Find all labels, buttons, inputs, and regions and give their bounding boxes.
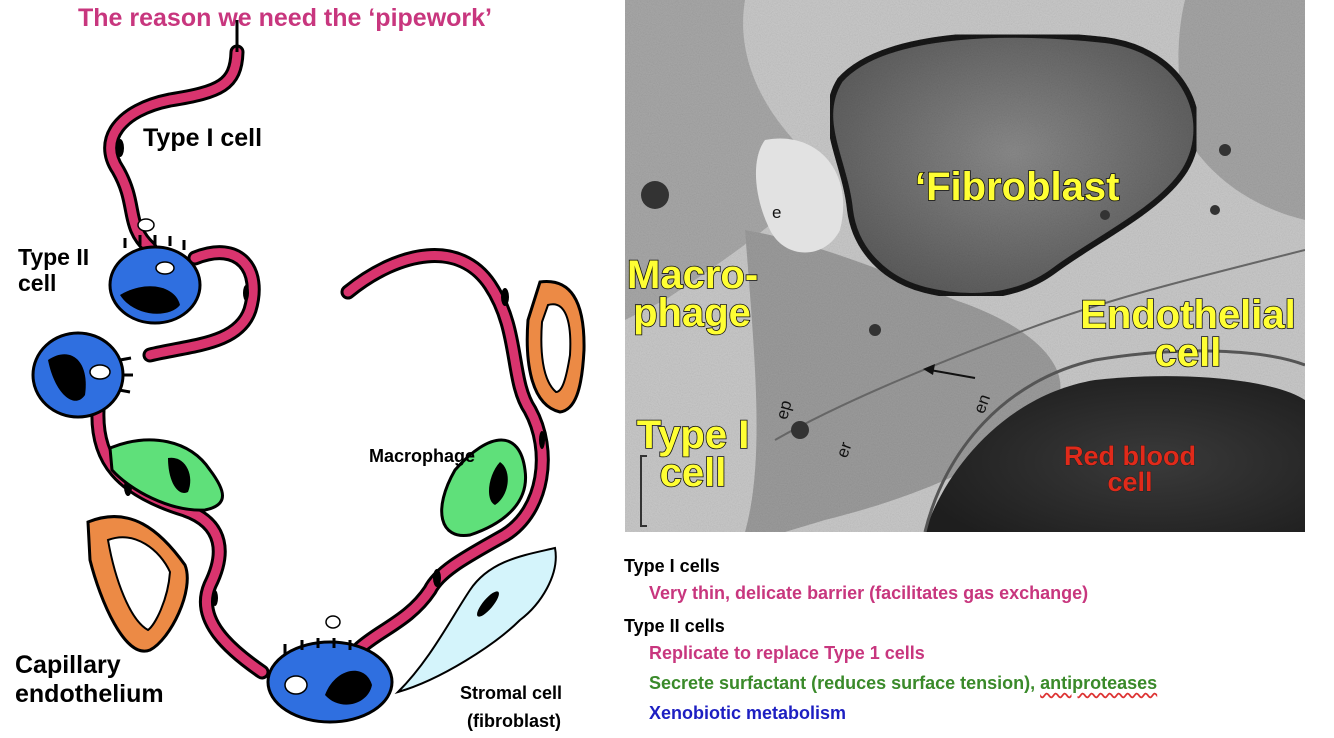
label-capillary-endothelium: Capillary endothelium	[15, 651, 164, 708]
em-label-type1-cell: Type I cell	[636, 413, 750, 495]
type1-heading: Type I cells	[624, 556, 720, 576]
alveolus-diagram	[31, 20, 586, 724]
em-label-macrophage: Macro-phage	[626, 253, 759, 335]
label-stromal-cell: Stromal cell	[460, 683, 563, 703]
label-type1-cell: Type I cell	[143, 124, 263, 152]
macrophage-shape	[108, 438, 528, 538]
notes-panel: Type I cells Very thin, delicate barrier…	[624, 554, 1329, 728]
capillary-endothelium-shape	[86, 280, 586, 653]
electron-micrograph: ‘Fibroblast Macro-phage Endothelial cell…	[625, 0, 1305, 532]
type2-line-secrete: Secrete surfactant (reduces surface tens…	[649, 668, 1329, 698]
stromal-cell-shape	[394, 546, 557, 695]
label-stromal-cell-sub: (fibroblast)	[467, 711, 561, 731]
type2-cell-shape	[31, 235, 394, 724]
type2-line-antiproteases: antiproteases	[1040, 673, 1158, 693]
em-label-fibroblast: ‘Fibroblast	[914, 165, 1120, 209]
label-macrophage: Macrophage	[369, 446, 476, 466]
type2-line-secrete-main: Secrete surfactant (reduces surface tens…	[649, 673, 1041, 693]
type2-line-replicate: Replicate to replace Type 1 cells	[649, 643, 925, 663]
em-label-e: e	[772, 203, 782, 222]
page-title: The reason we need the ‘pipework’	[78, 4, 492, 32]
type2-heading: Type II cells	[624, 616, 725, 636]
type2-line-xenobiotic: Xenobiotic metabolism	[649, 703, 847, 723]
micrograph-image	[625, 0, 1305, 532]
em-label-endothelial-cell: Endothelial cell	[1079, 293, 1296, 375]
label-type2-cell: Type II cell	[18, 244, 90, 297]
type1-description: Very thin, delicate barrier (facilitates…	[649, 583, 1089, 603]
em-label-red-blood-cell: Red blood cell	[1064, 441, 1197, 497]
